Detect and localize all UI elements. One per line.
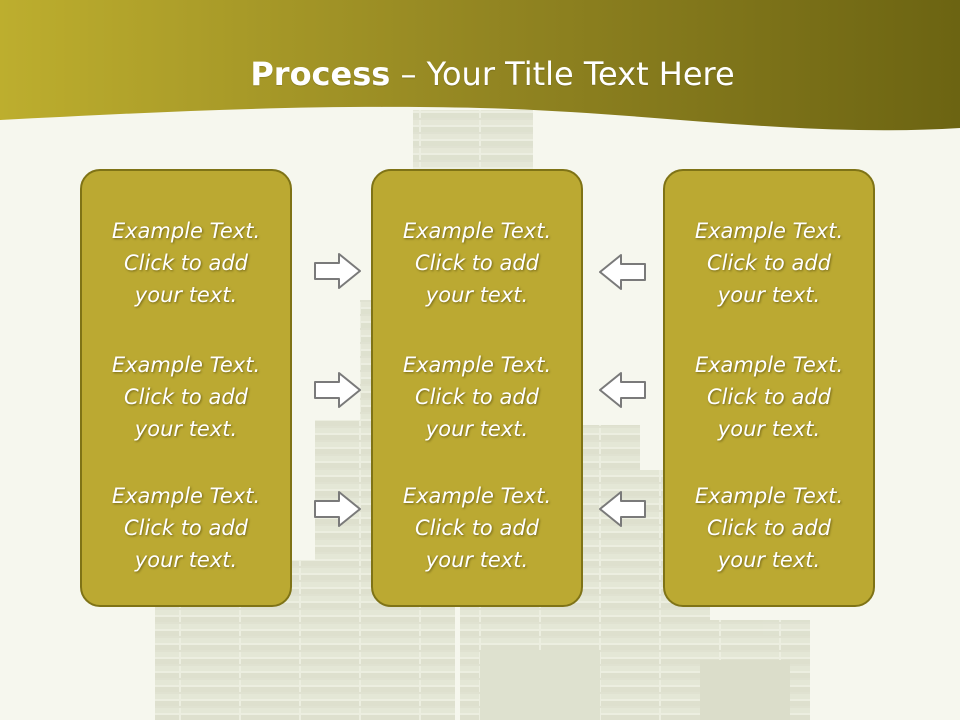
placeholder-text[interactable]: Example Text. Click to add your text.	[402, 353, 552, 441]
title-bold: Process	[250, 55, 391, 93]
placeholder-text[interactable]: Example Text. Click to add your text.	[111, 353, 261, 441]
right-arrow-icon	[314, 372, 361, 408]
text-box-right[interactable]: Example Text. Click to add your text. Ex…	[663, 169, 875, 607]
placeholder-text[interactable]: Example Text. Click to add your text.	[402, 219, 552, 307]
left-arrow-icon	[599, 491, 646, 527]
placeholder-text[interactable]: Example Text. Click to add your text.	[694, 353, 844, 441]
placeholder-text[interactable]: Example Text. Click to add your text.	[694, 219, 844, 307]
header-band	[0, 0, 960, 131]
right-arrow-icon	[314, 491, 361, 527]
left-arrow-icon	[599, 372, 646, 408]
placeholder-text[interactable]: Example Text. Click to add your text.	[694, 484, 844, 572]
placeholder-text[interactable]: Example Text. Click to add your text.	[111, 484, 261, 572]
page-title: Process – Your Title Text Here	[0, 52, 960, 96]
placeholder-text[interactable]: Example Text. Click to add your text.	[111, 219, 261, 307]
text-box-left[interactable]: Example Text. Click to add your text. Ex…	[80, 169, 292, 607]
placeholder-text[interactable]: Example Text. Click to add your text.	[402, 484, 552, 572]
right-arrow-icon	[314, 253, 361, 289]
text-box-center[interactable]: Example Text. Click to add your text. Ex…	[371, 169, 583, 607]
title-rest: – Your Title Text Here	[390, 55, 735, 93]
left-arrow-icon	[599, 254, 646, 290]
